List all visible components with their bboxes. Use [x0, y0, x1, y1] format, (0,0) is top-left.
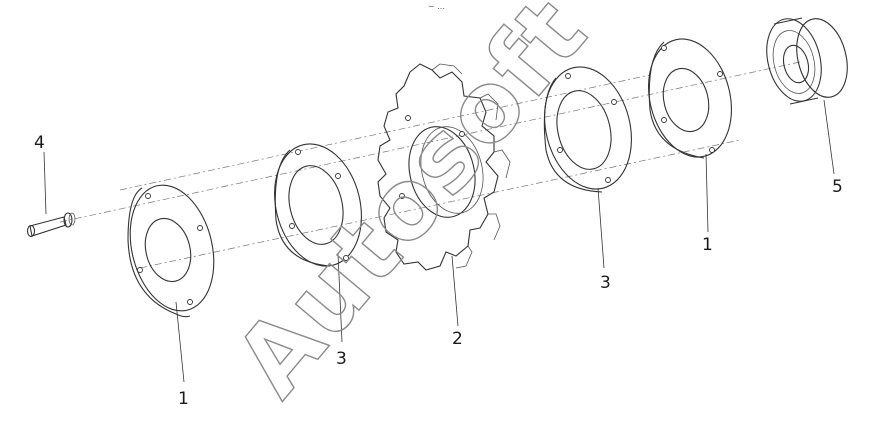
- callout-spacer-right: 3: [600, 273, 611, 293]
- sprocket-part: [377, 63, 511, 271]
- watermark-text: Autosoft: [214, 0, 609, 417]
- spacer-right-part: [543, 66, 632, 193]
- spacer-left-part: [274, 143, 362, 267]
- washer-right-part: [648, 38, 732, 159]
- callout-washer-right: 1: [702, 235, 713, 255]
- bolt-part: [26, 212, 76, 238]
- callout-washer-left: 1: [178, 389, 189, 409]
- bearing-part: [766, 17, 848, 105]
- callout-spacer-left: 3: [336, 349, 347, 369]
- leader-lines: [43, 99, 835, 383]
- washer-left-part: [127, 184, 215, 318]
- callout-bolt: 4: [34, 133, 45, 153]
- assembly-axes: [59, 61, 801, 269]
- top-mark: ~ ...: [428, 2, 445, 11]
- callout-bearing: 5: [832, 177, 843, 197]
- callout-sprocket: 2: [452, 329, 463, 349]
